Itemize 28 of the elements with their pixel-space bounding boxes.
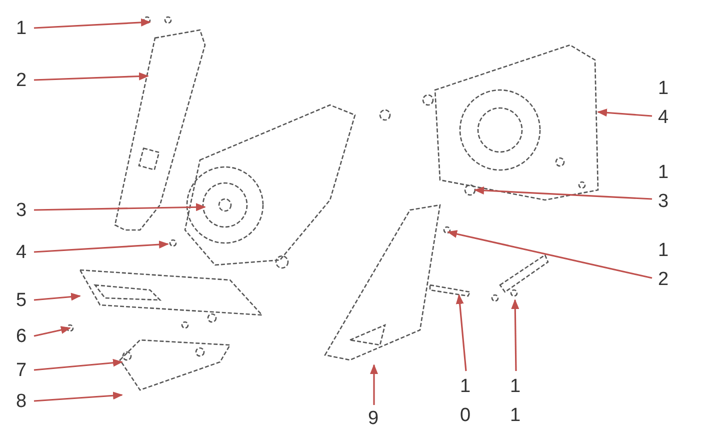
callout-number: 1	[16, 14, 27, 43]
leader-line	[34, 18, 151, 29]
leader-line	[34, 326, 71, 337]
callout-number: 13	[658, 158, 669, 216]
leader-line	[511, 299, 520, 372]
leader-line	[370, 364, 378, 405]
callout-number: 4	[16, 238, 27, 267]
callout-number: 2	[16, 66, 27, 95]
leader-line	[456, 294, 467, 372]
leader-line	[34, 72, 149, 81]
callout-number: 11	[510, 372, 521, 430]
leader-line	[34, 203, 206, 212]
leader-line	[597, 108, 652, 117]
leader-line	[34, 292, 81, 301]
callout-number: 14	[658, 74, 669, 132]
callout-number: 5	[16, 286, 27, 315]
leader-line	[34, 358, 123, 371]
callout-number: 10	[460, 372, 471, 430]
leader-line	[34, 240, 169, 253]
callout-number: 8	[16, 387, 27, 416]
callout-number: 3	[16, 196, 27, 225]
leader-line	[34, 392, 123, 402]
leader-line	[447, 230, 652, 279]
callout-number: 9	[368, 404, 379, 433]
leader-line	[474, 186, 652, 200]
callout-number: 12	[658, 236, 669, 294]
callout-number: 7	[16, 356, 27, 385]
callout-number: 6	[16, 322, 27, 351]
